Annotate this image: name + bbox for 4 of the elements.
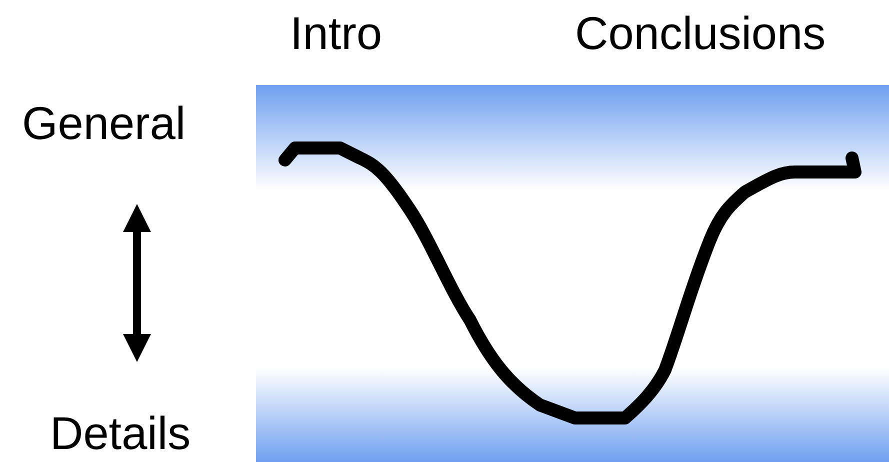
column-heading: Intro	[290, 10, 382, 56]
column-heading: Conclusions	[575, 10, 826, 56]
axis-label: General	[22, 100, 186, 146]
axis-label: Details	[50, 410, 191, 456]
